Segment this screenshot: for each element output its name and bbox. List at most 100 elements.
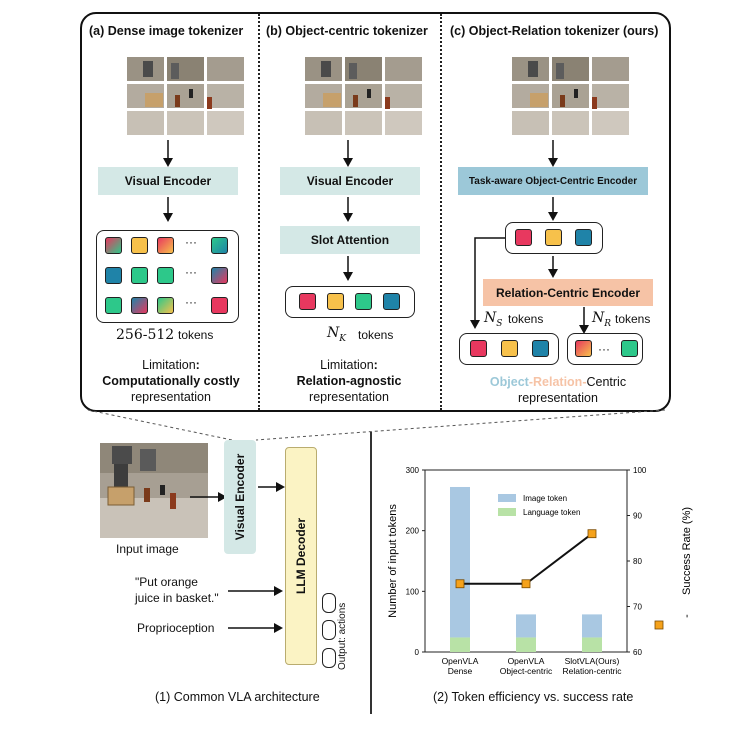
bar-language-token [582,637,602,652]
arrow [343,140,353,167]
y2-tick-label: 70 [633,603,642,612]
ellipsis: ··· [185,235,197,249]
arrow [190,492,227,502]
limitation-caption: Limitation: Computationally costly repre… [102,358,240,404]
nr-symbol: NR [592,310,612,329]
image-token [211,267,228,284]
image-token [131,237,148,254]
instruction-text: "Put orange juice in basket." [135,575,219,605]
success-rate-marker [455,579,465,589]
image-patch [305,111,342,135]
scene-object [592,97,597,109]
image-patch [167,111,204,135]
y2-tick-label: 80 [633,557,642,566]
object-token [355,293,372,310]
scene-object [530,93,548,107]
object-token [515,229,532,246]
slot-token-box [285,286,415,318]
image-patch [592,111,629,135]
image-token [211,237,228,254]
action-token [322,648,336,668]
nk-symbol: NK [327,325,346,344]
dense-token-grid [96,230,239,323]
image-token [105,267,122,284]
image-patch [345,111,382,135]
image-patch [552,84,589,108]
token-word: tokens [508,312,544,326]
relation-token [621,340,638,357]
task-aware-encoder-box: Task-aware Object-Centric Encoder [458,167,648,195]
y-tick-label: 100 [406,587,420,596]
y-axis-label: Number of input tokens [387,504,399,618]
image-patch [127,111,164,135]
architecture-caption: (1) Common VLA architecture [155,690,320,704]
success-rate-line [460,532,593,585]
image-patch [552,111,589,135]
image-token [105,297,122,314]
arrow [343,197,353,222]
x-tick-label: Object-centric [500,666,553,676]
arrow [548,197,558,221]
arrow [163,197,173,222]
robot-scene-image-grid [305,57,423,135]
scene-object [528,61,538,77]
robot-scene-image-grid [127,57,245,135]
zoom-connectors [87,409,666,441]
visual-encoder-box: Visual Encoder [280,167,420,195]
image-patch [592,57,629,81]
arrow [163,140,173,167]
bar-language-token [450,637,470,652]
legend-swatch-language [498,508,516,516]
arrow [228,586,283,596]
image-patch [167,84,204,108]
y2-axis-dash: - [681,614,693,618]
legend-label: Image token [523,494,567,503]
image-patch [385,84,422,108]
object-token [575,229,592,246]
image-token [157,237,174,254]
object-token-box [505,222,603,254]
image-patch [512,111,549,135]
scene-object [321,61,331,77]
visual-encoder-box: Visual Encoder [98,167,238,195]
image-patch [345,84,382,108]
y2-axis-marker [654,620,664,630]
scene-object [143,61,153,77]
limitation-caption: Limitation: Relation-agnostic representa… [296,358,402,404]
panel-c-title: (c) Object-Relation tokenizer (ours) [450,24,659,38]
relation-token [575,340,592,357]
image-token [211,297,228,314]
scene-object [189,89,193,98]
image-patch [385,111,422,135]
scene-object [323,93,341,107]
y2-tick-label: 90 [633,512,642,521]
token-word: tokens [615,312,651,326]
y-tick-label: 0 [415,648,420,657]
token-word: tokens [178,328,214,342]
scene-object [353,95,358,107]
arrow [579,307,589,334]
success-rate-marker [587,529,597,539]
image-patch [207,57,244,81]
image-token [105,237,122,254]
bar-language-token [516,637,536,652]
bypass-arrow [470,237,505,329]
llm-decoder-box: LLM Decoder [285,447,317,665]
scene-object [385,97,390,109]
scene-object [560,95,565,107]
image-token [157,267,174,284]
panel-a-title: (a) Dense image tokenizer [89,24,244,38]
visual-encoder-vertical: Visual Encoder [224,440,256,554]
token-efficiency-chart: 010020030060708090100OpenVLADenseOpenVLA… [387,466,693,676]
y2-axis-label: Success Rate (%) [681,507,693,595]
arrow [228,623,283,633]
scene-object [367,89,371,98]
representation-caption: Object-Relation-Centric representation [489,375,627,405]
object-token [299,293,316,310]
robot-scene-image-grid [512,57,630,135]
object-token [532,340,549,357]
bar-image-token [450,486,470,638]
bar-image-token [516,614,536,638]
image-patch [592,84,629,108]
object-token [327,293,344,310]
